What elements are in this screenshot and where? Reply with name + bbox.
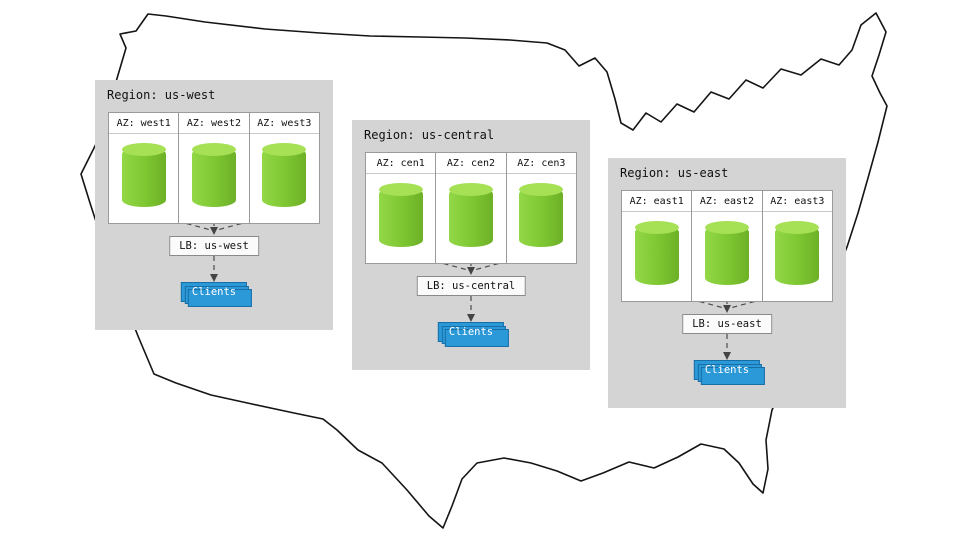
- az-cell: AZ: west3: [249, 113, 319, 223]
- database-cylinder-icon: [191, 143, 236, 211]
- az-label: AZ: cen2: [436, 153, 506, 174]
- cylinder-body: [775, 225, 820, 285]
- az-label: AZ: cen1: [366, 153, 436, 174]
- cylinder-top: [191, 143, 236, 156]
- az-label: AZ: west3: [249, 113, 319, 134]
- az-label: AZ: east3: [762, 191, 832, 212]
- az-label: AZ: west2: [179, 113, 249, 134]
- load-balancer-node: LB: us-central: [416, 276, 526, 296]
- az-cell: AZ: east3: [762, 191, 832, 301]
- cylinder-top: [775, 221, 820, 234]
- az-label: AZ: west1: [109, 113, 179, 134]
- region-title: Region: us-east: [620, 166, 729, 180]
- az-cell: AZ: east1: [622, 191, 693, 301]
- database-cylinder-icon: [775, 221, 820, 289]
- az-cell: AZ: cen2: [436, 153, 507, 263]
- cylinder-top: [519, 183, 564, 196]
- az-label: AZ: cen3: [506, 153, 576, 174]
- region-box-us-central: Region: us-central AZ: cen1 AZ: cen2 AZ:…: [352, 120, 590, 370]
- database-cylinder-icon: [262, 143, 307, 211]
- cylinder-top: [262, 143, 307, 156]
- cylinder-body: [448, 187, 493, 247]
- az-label: AZ: east1: [622, 191, 692, 212]
- az-panel: AZ: west1 AZ: west2 AZ: west3: [108, 112, 320, 224]
- az-cell: AZ: cen3: [506, 153, 576, 263]
- cylinder-top: [448, 183, 493, 196]
- region-box-us-east: Region: us-east AZ: east1 AZ: east2 AZ: …: [608, 158, 846, 408]
- database-cylinder-icon: [121, 143, 166, 211]
- cylinder-body: [634, 225, 679, 285]
- cylinder-top: [121, 143, 166, 156]
- az-label: AZ: east2: [692, 191, 762, 212]
- database-cylinder-icon: [378, 183, 423, 251]
- cylinder-top: [378, 183, 423, 196]
- az-cell: AZ: east2: [692, 191, 763, 301]
- az-panel: AZ: east1 AZ: east2 AZ: east3: [621, 190, 833, 302]
- cylinder-body: [704, 225, 749, 285]
- database-cylinder-icon: [634, 221, 679, 289]
- clients-node: Clients: [693, 360, 766, 385]
- clients-node: Clients: [180, 282, 253, 307]
- clients-node: Clients: [437, 322, 510, 347]
- cylinder-body: [262, 147, 307, 207]
- region-box-us-west: Region: us-west AZ: west1 AZ: west2 AZ: …: [95, 80, 333, 330]
- cylinder-top: [634, 221, 679, 234]
- load-balancer-node: LB: us-west: [169, 236, 259, 256]
- az-cell: AZ: cen1: [366, 153, 437, 263]
- az-cell: AZ: west1: [109, 113, 180, 223]
- region-title: Region: us-west: [107, 88, 216, 102]
- az-panel: AZ: cen1 AZ: cen2 AZ: cen3: [365, 152, 577, 264]
- database-cylinder-icon: [448, 183, 493, 251]
- database-cylinder-icon: [704, 221, 749, 289]
- cylinder-body: [378, 187, 423, 247]
- database-cylinder-icon: [519, 183, 564, 251]
- cylinder-body: [191, 147, 236, 207]
- region-title: Region: us-central: [364, 128, 495, 142]
- load-balancer-node: LB: us-east: [682, 314, 772, 334]
- cylinder-body: [519, 187, 564, 247]
- az-cell: AZ: west2: [179, 113, 250, 223]
- cylinder-top: [704, 221, 749, 234]
- cylinder-body: [121, 147, 166, 207]
